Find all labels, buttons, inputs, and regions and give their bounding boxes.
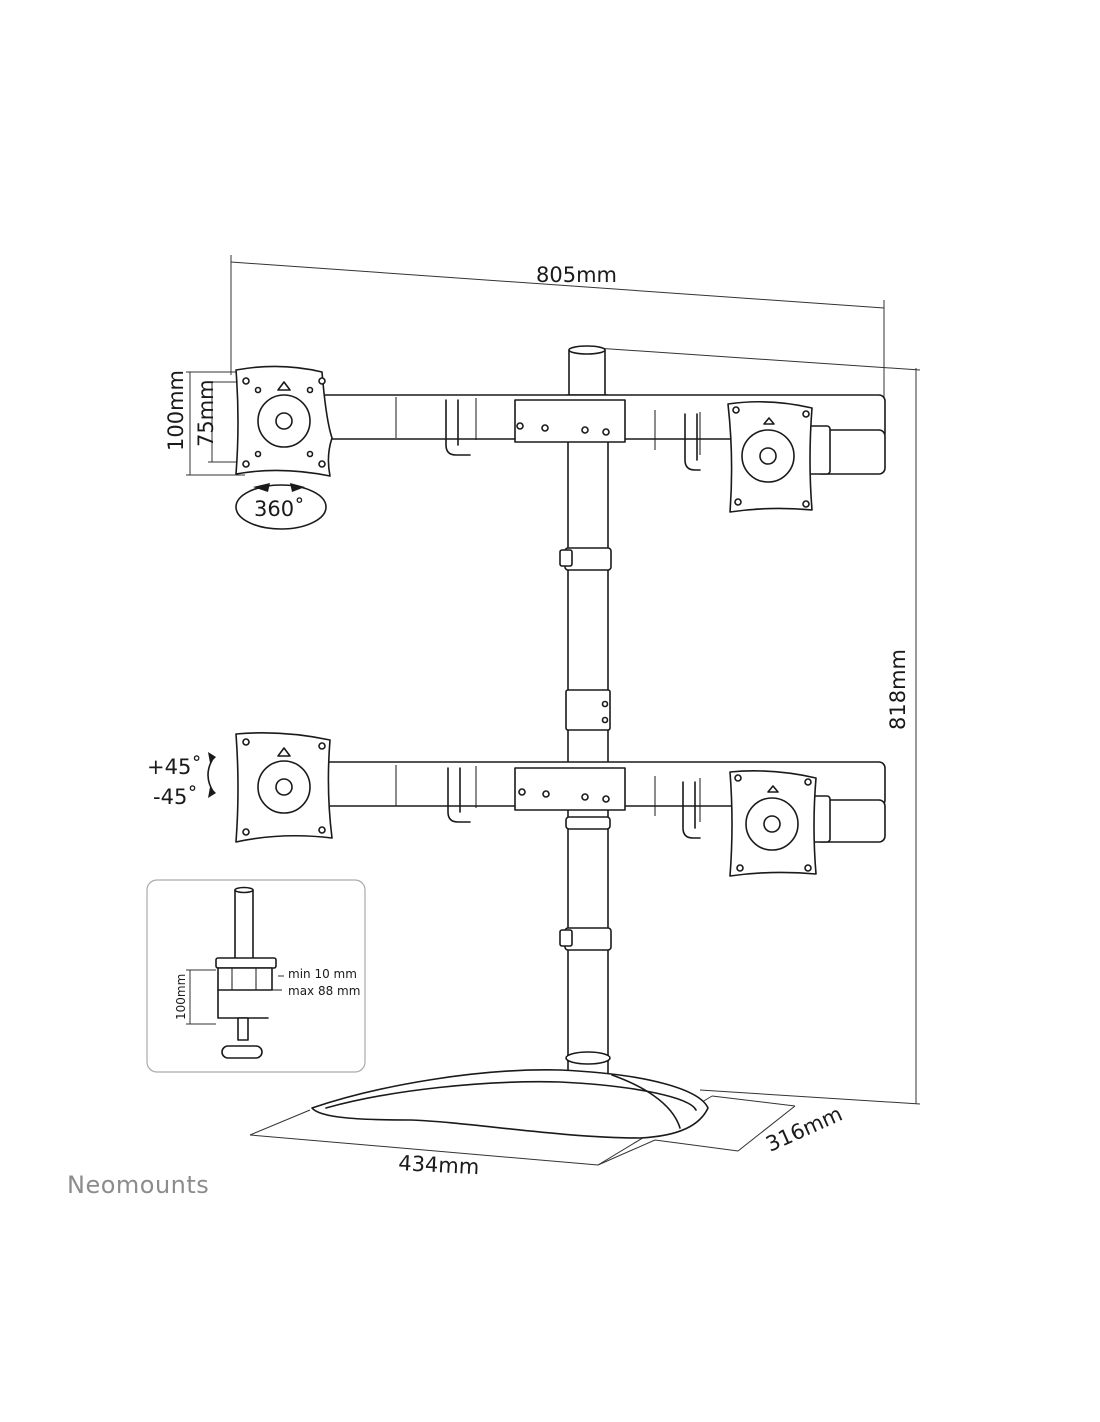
swivel-label: 360˚ xyxy=(254,497,305,521)
base-width-label: 434mm xyxy=(398,1151,480,1179)
vesa-inner-label: 75mm xyxy=(194,379,218,447)
clamp-inset xyxy=(146,879,366,1073)
vesa-plate-top-left xyxy=(235,365,333,477)
clamp-max-label: max 88 mm xyxy=(288,984,360,998)
height-label: 818mm xyxy=(886,649,910,730)
tilt-up-label: +45˚ xyxy=(147,755,202,779)
center-pole xyxy=(559,345,612,1078)
tilt-indicator xyxy=(207,752,216,798)
base-depth-label: 316mm xyxy=(762,1102,846,1157)
clamp-height-label: 100mm xyxy=(174,974,188,1020)
vesa-outer-label: 100mm xyxy=(164,370,188,451)
width-label: 805mm xyxy=(536,263,617,287)
tilt-down-label: -45˚ xyxy=(153,785,198,809)
vesa-plate-top-right xyxy=(727,400,813,513)
clamp-min-label: min 10 mm xyxy=(288,967,357,981)
vesa-plate-bottom-right xyxy=(729,770,817,877)
swivel-indicator xyxy=(235,483,327,530)
brand-logo: Neomounts xyxy=(67,1171,209,1199)
base xyxy=(311,1069,709,1139)
dimension-lines xyxy=(186,255,921,1166)
vesa-plate-bottom-left xyxy=(235,732,333,843)
